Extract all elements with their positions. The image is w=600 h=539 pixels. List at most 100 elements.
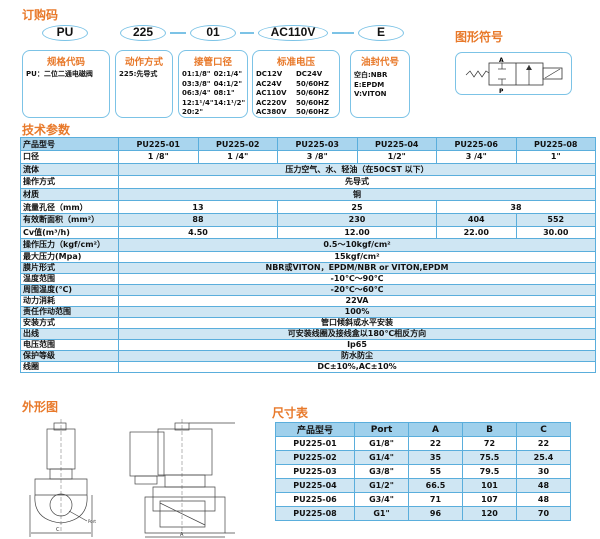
option-item: 50/60HZ: [296, 79, 329, 88]
box-line: 225:先导式: [119, 70, 158, 78]
table-cell: 72: [462, 436, 517, 451]
valve-symbol-icon: A P: [465, 57, 563, 95]
table-row: 最大压力(Mpa)15kgf/cm²: [20, 250, 596, 263]
option-item: 14:1¹/2": [213, 98, 246, 107]
valve-symbol: A P: [455, 52, 572, 95]
column-header: C: [516, 422, 571, 437]
table-cell: 22: [516, 436, 571, 451]
table-row: 周围温度(℃)-20℃～60℃: [20, 283, 596, 296]
row-label: 动力消耗: [20, 294, 119, 307]
port-label: Port: [88, 519, 96, 524]
table-cell: DC±10%,AC±10%: [118, 360, 596, 373]
table-cell: -20℃～60℃: [118, 283, 596, 296]
table-cell: PU225-04: [356, 137, 437, 151]
box-title: 规格代码: [46, 57, 85, 68]
box-line: PU：二位二通电磁阀: [26, 70, 93, 78]
table-cell: G1": [354, 506, 409, 521]
table-row: 保护等级防水防尘: [20, 349, 596, 362]
option-item: 06:3/4": [182, 89, 211, 97]
option-item: 08:1": [213, 89, 235, 97]
dim-c-label: C: [56, 527, 60, 533]
table-cell: Ip65: [118, 338, 596, 351]
table-cell: G3/8": [354, 464, 409, 479]
row-label: 安装方式: [20, 316, 119, 329]
option-item: DC24V: [296, 70, 323, 78]
dim-a-label: A: [180, 532, 184, 538]
size-title: 尺寸表: [272, 406, 309, 420]
table-cell: 铜: [118, 187, 596, 202]
tech-title: 技术参数: [22, 123, 71, 137]
table-cell: 管口倾斜或水平安装: [118, 316, 596, 329]
table-cell: 70: [516, 506, 571, 521]
table-cell: 0.5～10kgf/cm²: [118, 238, 596, 252]
table-cell: 可安装线圈及接线盒以180℃相反方向: [118, 327, 596, 340]
table-cell: 71: [408, 492, 463, 507]
table-cell: PU225-06: [275, 492, 355, 507]
table-cell: 先导式: [118, 175, 596, 189]
code-voltage: AC110V: [258, 25, 328, 41]
table-cell: 101: [462, 478, 517, 493]
table-cell: G3/4": [354, 492, 409, 507]
table-cell: 1": [515, 150, 596, 164]
table-cell: 22VA: [118, 294, 596, 307]
symbol-title: 图形符号: [455, 30, 504, 44]
table-cell: 压力空气、水、轻油（在50CST 以下）: [118, 162, 596, 177]
table-cell: 22: [408, 436, 463, 451]
row-label: Cv值(m³/h): [20, 225, 119, 240]
table-cell: 12.00: [277, 225, 437, 240]
divider: [170, 32, 186, 34]
table-cell: 552: [515, 212, 596, 227]
order-code-title: 订购码: [22, 8, 59, 22]
option-item: AC380V: [256, 108, 287, 116]
row-label: 口径: [20, 150, 119, 164]
code-port: 01: [190, 25, 236, 41]
table-cell: 30.00: [515, 225, 596, 240]
table-cell: PU225-02: [197, 137, 278, 151]
option-item: 50/60HZ: [296, 89, 329, 97]
option-item: 02:1/4": [213, 70, 243, 78]
row-label: 电压范围: [20, 338, 119, 351]
table-cell: 25: [277, 200, 437, 214]
table-cell: 48: [516, 478, 571, 493]
table-cell: 15kgf/cm²: [118, 250, 596, 263]
table-cell: 4.50: [118, 225, 278, 240]
row-label: 产品型号: [20, 137, 119, 151]
table-cell: 38: [436, 200, 596, 214]
action-box: 动作方式 225:先导式: [115, 50, 173, 118]
table-cell: PU225-03: [277, 137, 358, 151]
table-cell: 55: [408, 464, 463, 479]
row-label: 出线: [20, 327, 119, 340]
option-item: AC24V: [256, 79, 282, 88]
row-label: 温度范围: [20, 272, 119, 285]
row-label: 膜片形式: [20, 261, 119, 274]
table-cell: 88: [118, 212, 278, 227]
code-series: PU: [42, 25, 88, 41]
table-cell: 防水防尘: [118, 349, 596, 362]
table-cell: G1/2": [354, 478, 409, 493]
table-cell: 1 /4": [197, 150, 278, 164]
port-a-label: A: [499, 57, 504, 64]
table-cell: PU225-02: [275, 450, 355, 465]
option-item: AC110V: [256, 89, 287, 97]
outline-title: 外形图: [22, 400, 59, 414]
table-cell: PU225-08: [515, 137, 596, 151]
table-cell: 35: [408, 450, 463, 465]
divider: [240, 32, 254, 34]
table-row: 流体压力空气、水、轻油（在50CST 以下）: [20, 162, 596, 177]
column-header: B: [462, 422, 517, 437]
option-item: [214, 108, 246, 118]
table-row: 操作方式先导式: [20, 175, 596, 189]
table-cell: 120: [462, 506, 517, 521]
box-title: 动作方式: [124, 57, 163, 68]
table-cell: -10℃～90℃: [118, 272, 596, 285]
